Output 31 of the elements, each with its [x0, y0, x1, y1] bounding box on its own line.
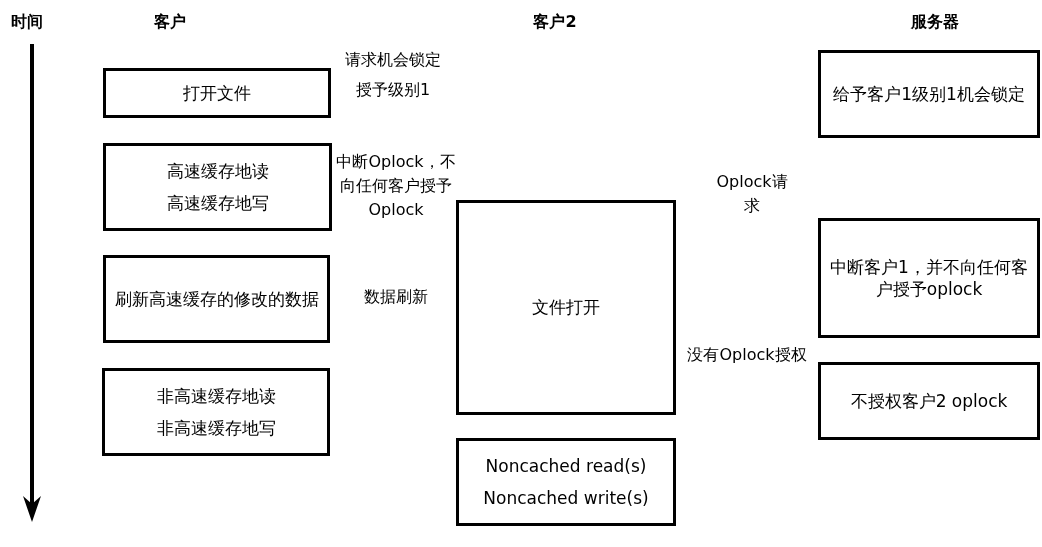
box-text: 高速缓存地读 [166, 159, 269, 182]
message-label: 请求机会锁定 [344, 49, 442, 71]
process-box [818, 218, 1040, 338]
process-box [818, 50, 1040, 138]
message-label: 数据刷新 [363, 286, 429, 308]
message-label: Oplock请求 [715, 171, 789, 217]
box-text: 不授权客户2 oplock [850, 389, 1008, 413]
box-text: 中断客户1，并不向任何客户授予oplock [829, 255, 1029, 301]
box-text: 非高速缓存地读 [156, 384, 276, 407]
box-text: 高速缓存地写 [166, 192, 269, 215]
process-box [102, 368, 330, 456]
process-box [103, 143, 332, 231]
box-text: 文件打开 [532, 296, 600, 319]
column-heading: 客户2 [532, 11, 578, 33]
column-heading: 服务器 [910, 11, 960, 33]
column-heading: 时间 [10, 11, 44, 33]
message-label: 授予级别1 [354, 79, 432, 101]
process-box [818, 362, 1040, 440]
message-label: 中断Oplock，不向任何客户授予Oplock [336, 151, 456, 221]
box-text: 给予客户1级别1机会锁定 [833, 82, 1025, 106]
box-text: Noncached read(s) [485, 454, 647, 477]
box-text: 刷新高速缓存的修改的数据 [114, 287, 319, 311]
process-box [456, 200, 676, 415]
column-heading: 客户 [153, 11, 187, 33]
process-box [456, 438, 676, 526]
box-text: Noncached write(s) [483, 487, 649, 510]
box-text: 打开文件 [183, 81, 251, 105]
message-label: 没有Oplock授权 [686, 344, 808, 366]
process-box [103, 68, 331, 118]
box-text: 非高速缓存地写 [156, 417, 276, 440]
process-box [103, 255, 330, 343]
